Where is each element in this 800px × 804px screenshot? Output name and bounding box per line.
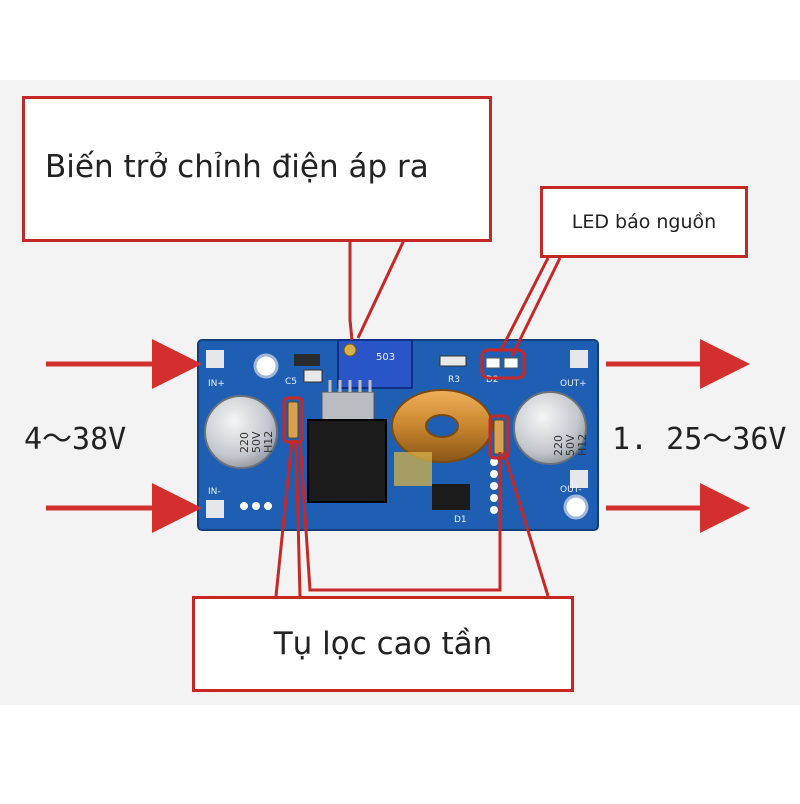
label-d1: D1 <box>454 515 467 525</box>
hf-cap-right-highlight <box>488 414 510 460</box>
label-out-minus: OUT- <box>560 485 582 495</box>
diode-d1 <box>432 484 470 510</box>
output-voltage-range: 1. 25～36V <box>612 422 787 457</box>
input-voltage-range: 4～38V <box>24 422 127 457</box>
label-r3: R3 <box>448 375 460 385</box>
smd-part <box>294 354 320 366</box>
label-c5: C5 <box>285 377 297 387</box>
hf-capacitor-right <box>493 419 505 455</box>
hf-capacitor-left <box>287 401 299 439</box>
pad-grid <box>394 452 432 486</box>
callout-pointer-cap-bridge <box>298 439 502 592</box>
cap-right-line1: 220 <box>552 435 565 456</box>
cap-left-line2: 50V <box>250 431 263 453</box>
smd-part <box>303 369 323 383</box>
power-led-label: LED báo nguồn <box>571 211 717 233</box>
label-out-plus: OUT+ <box>560 379 587 389</box>
cap-left-line1: 220 <box>238 432 251 453</box>
callout-pointer-cap-right <box>502 451 550 597</box>
callout-pointer-cap-left-2 <box>294 439 302 597</box>
regulator-ic <box>307 380 387 503</box>
cap-left-line3: H12 <box>262 431 275 453</box>
input-capacitor: 220 50V H12 <box>204 395 278 469</box>
potentiometer-label: Biến trở chỉnh điện áp ra <box>45 149 429 185</box>
toroidal-inductor <box>391 389 493 463</box>
pad-out-minus <box>570 470 588 488</box>
callout-pointer-pot <box>348 238 354 341</box>
led-highlight <box>480 348 526 380</box>
callout-pointer-led <box>510 257 562 357</box>
mounting-hole <box>253 353 279 379</box>
callout-pointer-pot-2 <box>356 237 407 339</box>
callout-pointer-led-2 <box>498 257 550 353</box>
power-led-callout: LED báo nguồn <box>540 186 748 258</box>
label-in-minus: IN- <box>208 487 221 497</box>
label-d2: D2 <box>486 375 499 385</box>
pot-code: 503 <box>376 352 395 363</box>
header-pins-right <box>490 458 498 514</box>
svg-text:220 50V H1: 220 50V H12 <box>238 428 275 453</box>
hf-capacitor-label: Tụ lọc cao tần <box>273 626 493 662</box>
pcb-board: IN+ IN- OUT+ OUT- C5 R3 503 D2 <box>197 339 599 531</box>
cap-right-line3: H12 <box>576 434 589 456</box>
mounting-hole <box>563 494 589 520</box>
callout-pointer-cap-left-1 <box>274 439 294 597</box>
header-pins-bottom <box>240 502 272 510</box>
hf-capacitor-callout: Tụ lọc cao tần <box>192 596 574 692</box>
smd-resistor <box>439 355 467 367</box>
pad-out-plus <box>570 350 588 368</box>
pad-in-plus <box>206 350 224 368</box>
label-in-plus: IN+ <box>208 379 225 389</box>
pad-in-minus <box>206 500 224 518</box>
power-led: D2 <box>485 357 519 385</box>
hf-cap-left-highlight <box>282 396 304 444</box>
output-capacitor: 220 50V H12 <box>513 391 589 465</box>
svg-text:220 50V H1: 220 50V H12 <box>552 431 589 456</box>
potentiometer: 503 <box>337 339 413 389</box>
potentiometer-callout: Biến trở chỉnh điện áp ra <box>22 96 492 242</box>
cap-right-line2: 50V <box>564 434 577 456</box>
